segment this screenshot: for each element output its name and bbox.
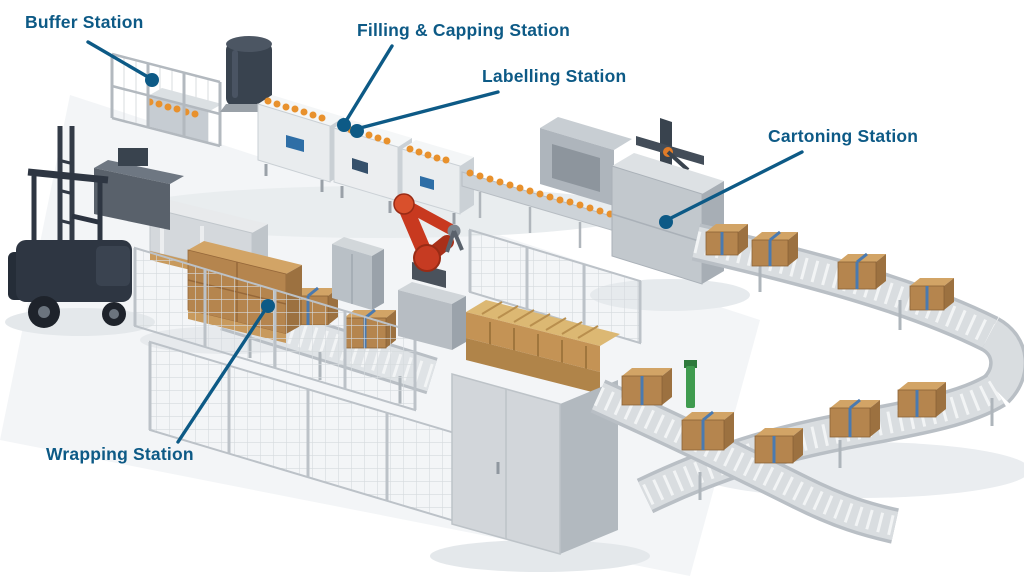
label-cartoning-station: Cartoning Station — [768, 126, 919, 146]
pallet-dispenser — [451, 300, 620, 555]
sensor-post — [684, 360, 697, 408]
safety-fence-left — [133, 246, 417, 412]
carton-box — [621, 368, 672, 406]
carton-box — [897, 382, 946, 418]
bottle-conveyor — [461, 169, 619, 248]
carton-box — [705, 224, 748, 256]
palletizing-robot — [393, 193, 466, 350]
label-labelling-station: Labelling Station — [482, 66, 627, 86]
safety-fence-robot-cell — [468, 228, 642, 345]
buffer-station-machine — [110, 52, 222, 148]
carton-box — [837, 252, 886, 290]
filling-machine — [257, 95, 344, 192]
carton-box — [754, 428, 803, 464]
label-wrapping-station: Wrapping Station — [46, 444, 194, 464]
forklift-load — [94, 148, 184, 230]
carton-box — [751, 230, 798, 267]
carton-box — [829, 398, 880, 438]
label-buffer-station: Buffer Station — [25, 12, 144, 32]
control-cabinet — [332, 237, 384, 310]
carton-box — [909, 278, 954, 311]
carton-box — [681, 410, 734, 451]
buffer-tank — [220, 36, 278, 112]
corner-cabinet — [540, 117, 632, 206]
forklift — [8, 126, 184, 328]
label-filling-capping-station: Filling & Capping Station — [357, 20, 571, 40]
